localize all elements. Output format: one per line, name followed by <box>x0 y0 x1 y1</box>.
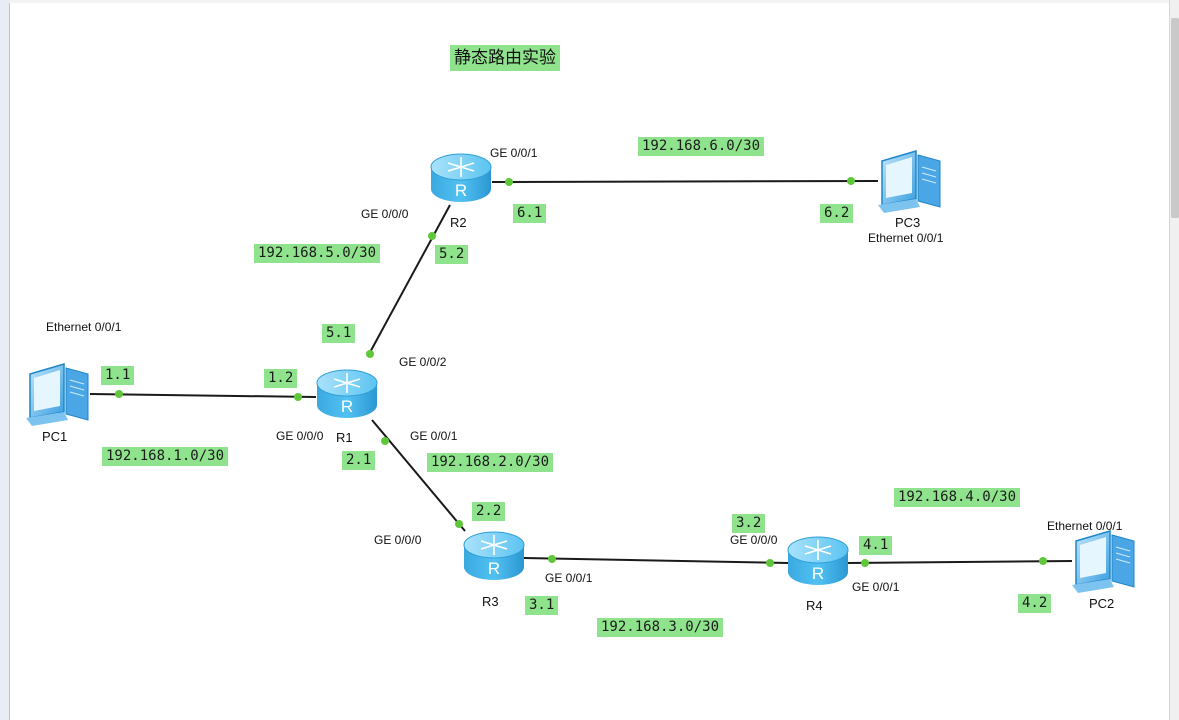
r3-name: R3 <box>482 594 499 609</box>
pc3-name: PC3 <box>895 215 921 230</box>
port-dot <box>766 559 774 567</box>
link-r3-r4 <box>523 557 789 564</box>
vertical-scrollbar[interactable] <box>1169 0 1179 720</box>
router-r2-icon[interactable]: R <box>430 152 492 206</box>
r3-ge000-label: GE 0/0/0 <box>374 533 422 547</box>
r3-ge001-label: GE 0/0/1 <box>545 571 593 585</box>
address-label: 1.1 <box>101 366 135 385</box>
address-label: 5.2 <box>435 245 469 264</box>
link-pc1-r1 <box>89 393 317 398</box>
router-glyph: R <box>812 564 824 583</box>
scrollbar-thumb[interactable] <box>1171 18 1179 218</box>
port-dot <box>115 390 123 398</box>
diagram-title: 静态路由实验 <box>450 45 560 71</box>
port-dot <box>294 393 302 401</box>
address-label: 2.2 <box>472 502 506 521</box>
address-label: 3.1 <box>525 596 559 615</box>
port-dot <box>847 177 855 185</box>
router-glyph: R <box>488 559 500 578</box>
pc3-icon[interactable] <box>876 147 944 213</box>
subnet-label: 192.168.4.0/30 <box>894 488 1021 507</box>
link-r4-pc2 <box>847 560 1073 564</box>
r1-name: R1 <box>336 430 353 445</box>
port-dot <box>548 555 556 563</box>
pc2-icon[interactable] <box>1070 527 1138 593</box>
pc1-name: PC1 <box>42 429 68 444</box>
port-dot <box>1039 557 1047 565</box>
router-r4-icon[interactable]: R <box>787 535 849 589</box>
subnet-label: 192.168.1.0/30 <box>102 447 229 466</box>
subnet-label: 192.168.5.0/30 <box>254 244 381 263</box>
port-dot <box>428 232 436 240</box>
port-dot <box>366 350 374 358</box>
address-label: 3.2 <box>732 514 766 533</box>
subnet-label: 192.168.6.0/30 <box>638 137 765 156</box>
pc2-port-label: Ethernet 0/0/1 <box>1047 519 1123 533</box>
router-r1-icon[interactable]: R <box>316 368 378 422</box>
pc3-port-label: Ethernet 0/0/1 <box>868 231 944 245</box>
address-label: 6.2 <box>820 204 854 223</box>
address-label: 2.1 <box>342 451 376 470</box>
router-r3-icon[interactable]: R <box>463 530 525 584</box>
pc1-icon[interactable] <box>24 360 92 426</box>
address-label: 6.1 <box>513 204 547 223</box>
address-label: 1.2 <box>264 369 298 388</box>
r2-ge000-label: GE 0/0/0 <box>361 207 409 221</box>
router-glyph: R <box>341 397 353 416</box>
r1-ge000-label: GE 0/0/0 <box>276 429 324 443</box>
address-label: 4.1 <box>859 536 893 555</box>
link-r1-r2 <box>367 204 451 357</box>
router-glyph: R <box>455 181 467 200</box>
subnet-label: 192.168.2.0/30 <box>427 453 554 472</box>
r2-ge001-label: GE 0/0/1 <box>490 146 538 160</box>
r1-ge002-label: GE 0/0/2 <box>399 355 447 369</box>
pc2-name: PC2 <box>1089 596 1115 611</box>
port-dot <box>455 520 463 528</box>
r2-name: R2 <box>450 215 467 230</box>
pc1-port-label: Ethernet 0/0/1 <box>46 320 122 334</box>
address-label: 4.2 <box>1018 594 1052 613</box>
port-dot <box>861 559 869 567</box>
address-label: 5.1 <box>322 324 356 343</box>
r4-ge000-label: GE 0/0/0 <box>730 533 778 547</box>
window-left-frame <box>0 0 10 720</box>
link-r2-pc3 <box>491 180 879 183</box>
port-dot <box>505 178 513 186</box>
window-top-frame <box>9 0 1169 3</box>
r4-ge001-label: GE 0/0/1 <box>852 580 900 594</box>
r4-name: R4 <box>806 598 823 613</box>
port-dot <box>381 437 389 445</box>
r1-ge001-label: GE 0/0/1 <box>410 429 458 443</box>
subnet-label: 192.168.3.0/30 <box>597 618 724 637</box>
